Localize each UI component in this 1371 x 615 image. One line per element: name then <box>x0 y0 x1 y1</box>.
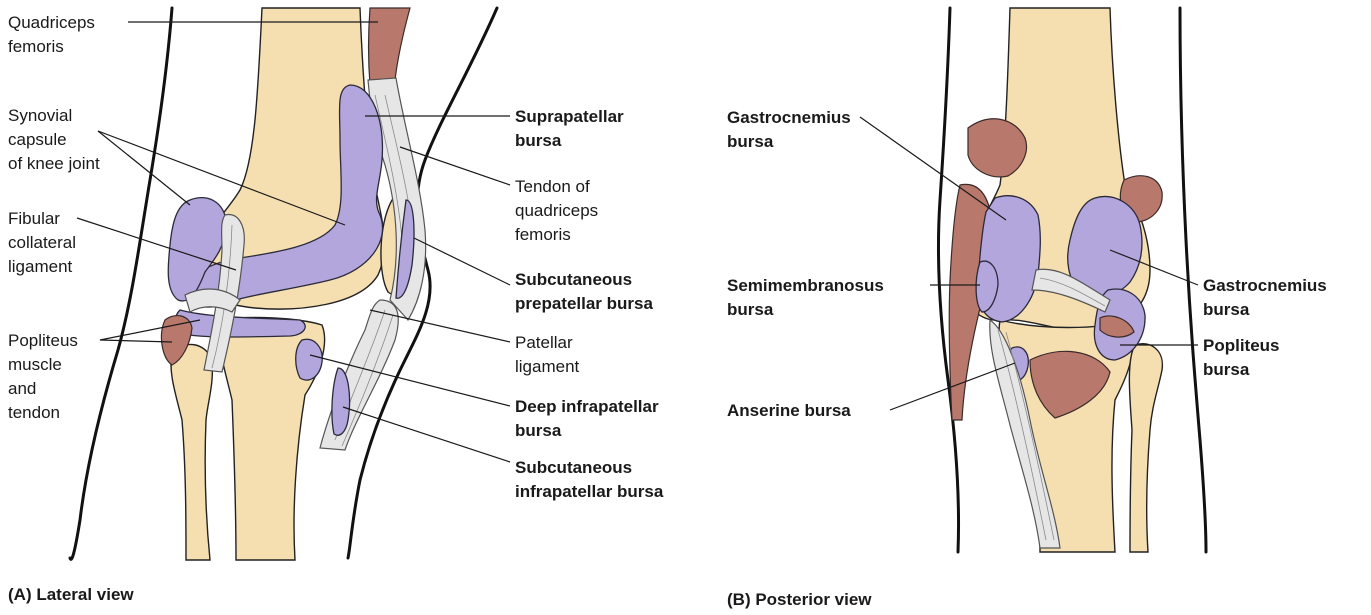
label-fibular-3: ligament <box>8 257 73 276</box>
quadriceps-muscle <box>369 8 411 85</box>
lateral-view-illustration <box>70 8 497 560</box>
label-gastro-left-1: Gastrocnemius <box>727 108 851 127</box>
label-patellar-lig-1: Patellar <box>515 333 573 352</box>
deep-infrapatellar-bursa <box>296 339 323 380</box>
synovial-capsule-lower <box>176 310 306 337</box>
caption-posterior-view: (B) Posterior view <box>727 590 872 609</box>
label-subcut-infra-2: infrapatellar bursa <box>515 482 664 501</box>
label-gastro-right-1: Gastrocnemius <box>1203 276 1327 295</box>
skin-outline-posterior <box>70 8 172 559</box>
fibula-posterior <box>1129 344 1162 552</box>
label-quadriceps-2: femoris <box>8 37 64 56</box>
label-suprapatellar-2: bursa <box>515 131 562 150</box>
label-fibular-2: collateral <box>8 233 76 252</box>
fibula <box>171 344 212 560</box>
label-gastro-right-2: bursa <box>1203 300 1250 319</box>
label-tendon-quad-3: femoris <box>515 225 571 244</box>
label-fibular-1: Fibular <box>8 209 60 228</box>
label-popliteus-2: muscle <box>8 355 62 374</box>
label-popliteus-1: Popliteus <box>8 331 78 350</box>
label-deep-infra-1: Deep infrapatellar <box>515 397 659 416</box>
label-suprapatellar-1: Suprapatellar <box>515 107 624 126</box>
label-gastro-left-2: bursa <box>727 132 774 151</box>
subcutaneous-infrapatellar-bursa <box>332 368 350 435</box>
label-popliteus-bursa-1: Popliteus <box>1203 336 1280 355</box>
label-popliteus-4: tendon <box>8 403 60 422</box>
label-synovial-3: of knee joint <box>8 154 100 173</box>
label-popliteus-bursa-2: bursa <box>1203 360 1250 379</box>
label-subcut-prepat-2: prepatellar bursa <box>515 294 653 313</box>
label-anserine: Anserine bursa <box>727 401 851 420</box>
label-semimem-1: Semimembranosus <box>727 276 884 295</box>
label-popliteus-3: and <box>8 379 36 398</box>
label-patellar-lig-2: ligament <box>515 357 580 376</box>
label-subcut-infra-1: Subcutaneous <box>515 458 632 477</box>
label-quadriceps-1: Quadriceps <box>8 13 95 32</box>
label-deep-infra-2: bursa <box>515 421 562 440</box>
label-synovial-1: Synovial <box>8 106 72 125</box>
posterior-view-illustration <box>938 8 1206 552</box>
label-subcut-prepat-1: Subcutaneous <box>515 270 632 289</box>
label-tendon-quad-2: quadriceps <box>515 201 598 220</box>
gastrocnemius-upper-left <box>968 119 1026 177</box>
label-tendon-quad-1: Tendon of <box>515 177 590 196</box>
label-synovial-2: capsule <box>8 130 67 149</box>
label-semimem-2: bursa <box>727 300 774 319</box>
caption-lateral-view: (A) Lateral view <box>8 585 134 604</box>
